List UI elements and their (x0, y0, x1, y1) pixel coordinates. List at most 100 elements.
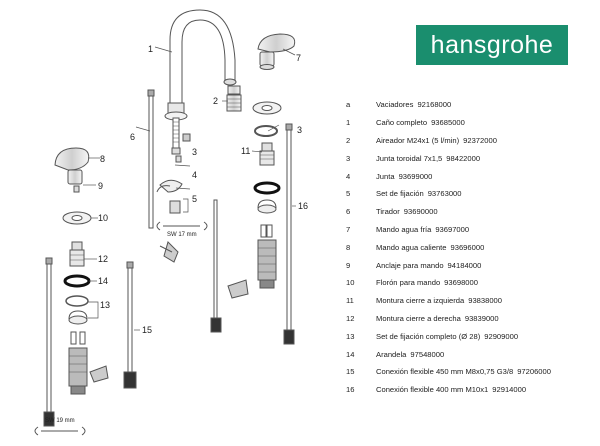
aerator (226, 85, 242, 112)
hose-15 (123, 261, 137, 389)
wrench-icon-top (156, 221, 208, 231)
callout-15: 15 (142, 325, 152, 335)
wrench-label-bottom: SW 19 mm (45, 418, 75, 424)
wrench-label-top: SW 17 mm (167, 232, 197, 238)
part-number: 93696000 (450, 242, 485, 252)
part-code: 15 (346, 367, 355, 377)
part-code: 4 (346, 171, 351, 181)
callout-7: 7 (296, 53, 301, 63)
part-description: Tirador (376, 207, 400, 217)
part-number: 92909000 (484, 331, 519, 341)
part-code: 8 (346, 242, 351, 252)
part-code: 1 (346, 118, 351, 128)
part-description: Montura cierre a izquierda (376, 296, 465, 306)
callout-6: 6 (130, 132, 135, 142)
callout-3a: 3 (297, 125, 302, 135)
hose-6-left (147, 89, 155, 229)
part-description: Anclaje para mando (376, 260, 444, 270)
part-number: 94184000 (447, 260, 482, 270)
parts-list-row: 2 Aireador M24x1 (5 l/min)92372000 (346, 132, 596, 150)
part-code: a (346, 100, 351, 110)
part-code: 3 (346, 153, 351, 163)
part-code: 2 (346, 135, 351, 145)
callout-2: 2 (213, 96, 218, 106)
callout-5: 5 (192, 194, 197, 204)
part-code: 10 (346, 278, 355, 288)
part-code: 14 (346, 349, 355, 359)
part-number: 93839000 (464, 313, 499, 323)
center-fixing-set (156, 133, 191, 263)
part-number: 92914000 (492, 385, 527, 395)
hansgrohe-logo: hansgrohe (416, 25, 568, 65)
part-number: 98422000 (446, 153, 481, 163)
right-valve-stack (227, 101, 282, 299)
callout-12: 12 (98, 254, 108, 264)
part-description: Montura cierre a derecha (376, 313, 461, 323)
callout-9: 9 (98, 181, 103, 191)
part-number: 97206000 (517, 367, 551, 377)
part-description: Conexión flexible 450 mm M8x0,75 G3/8 (376, 367, 514, 377)
callout-16: 16 (298, 201, 308, 211)
leader-lines (83, 46, 296, 331)
part-number: 93698000 (444, 278, 478, 288)
part-description: Junta toroidal 7x1,5 (376, 153, 443, 163)
handle-cold (257, 33, 296, 70)
part-description: Vaciadores (376, 100, 414, 110)
callout-11: 11 (241, 146, 250, 156)
part-description: Conexión flexible 400 mm M10x1 (376, 385, 489, 395)
part-code: 11 (346, 296, 354, 306)
part-number: 92168000 (417, 100, 452, 110)
callout-labels: 1 2 3 3 4 5 6 7 8 9 10 11 12 13 14 15 16… (45, 44, 308, 424)
part-number: 93690000 (403, 207, 438, 217)
hose-left-outer (43, 257, 55, 427)
part-code: 16 (346, 385, 355, 395)
part-description: Caño completo (376, 118, 428, 128)
part-code: 7 (346, 224, 351, 234)
callout-10: 10 (98, 213, 108, 223)
left-valve-stack (62, 185, 109, 395)
hose-16 (283, 123, 295, 345)
part-number: 93685000 (431, 118, 465, 128)
part-description: Mando agua caliente (376, 242, 447, 252)
part-number: 93699000 (398, 171, 433, 181)
part-number: 92372000 (463, 135, 497, 145)
part-code: 9 (346, 260, 351, 270)
part-description: Set de fijación completo (Ø 28) (376, 331, 481, 341)
callout-8: 8 (100, 154, 105, 164)
part-number: 93763000 (427, 189, 462, 199)
part-code: 5 (346, 189, 351, 199)
part-description: Florón para mando (376, 278, 441, 288)
part-description: Aireador M24x1 (5 l/min) (376, 135, 460, 145)
callout-14: 14 (98, 276, 108, 286)
part-description: Junta (376, 171, 395, 181)
part-number: 93838000 (468, 296, 503, 306)
wrench-icon-bottom (34, 426, 86, 436)
callout-13: 13 (100, 300, 110, 310)
part-number: 93697000 (435, 224, 470, 234)
callout-1: 1 (148, 44, 153, 54)
spout-stem (171, 117, 181, 155)
part-description: Mando agua fría (376, 224, 432, 234)
hose-215 (210, 199, 222, 333)
part-number: 97548000 (410, 349, 445, 359)
handle-hot (54, 147, 90, 185)
part-description: Set de fijación (376, 189, 424, 199)
part-description: Arandela (376, 349, 407, 359)
